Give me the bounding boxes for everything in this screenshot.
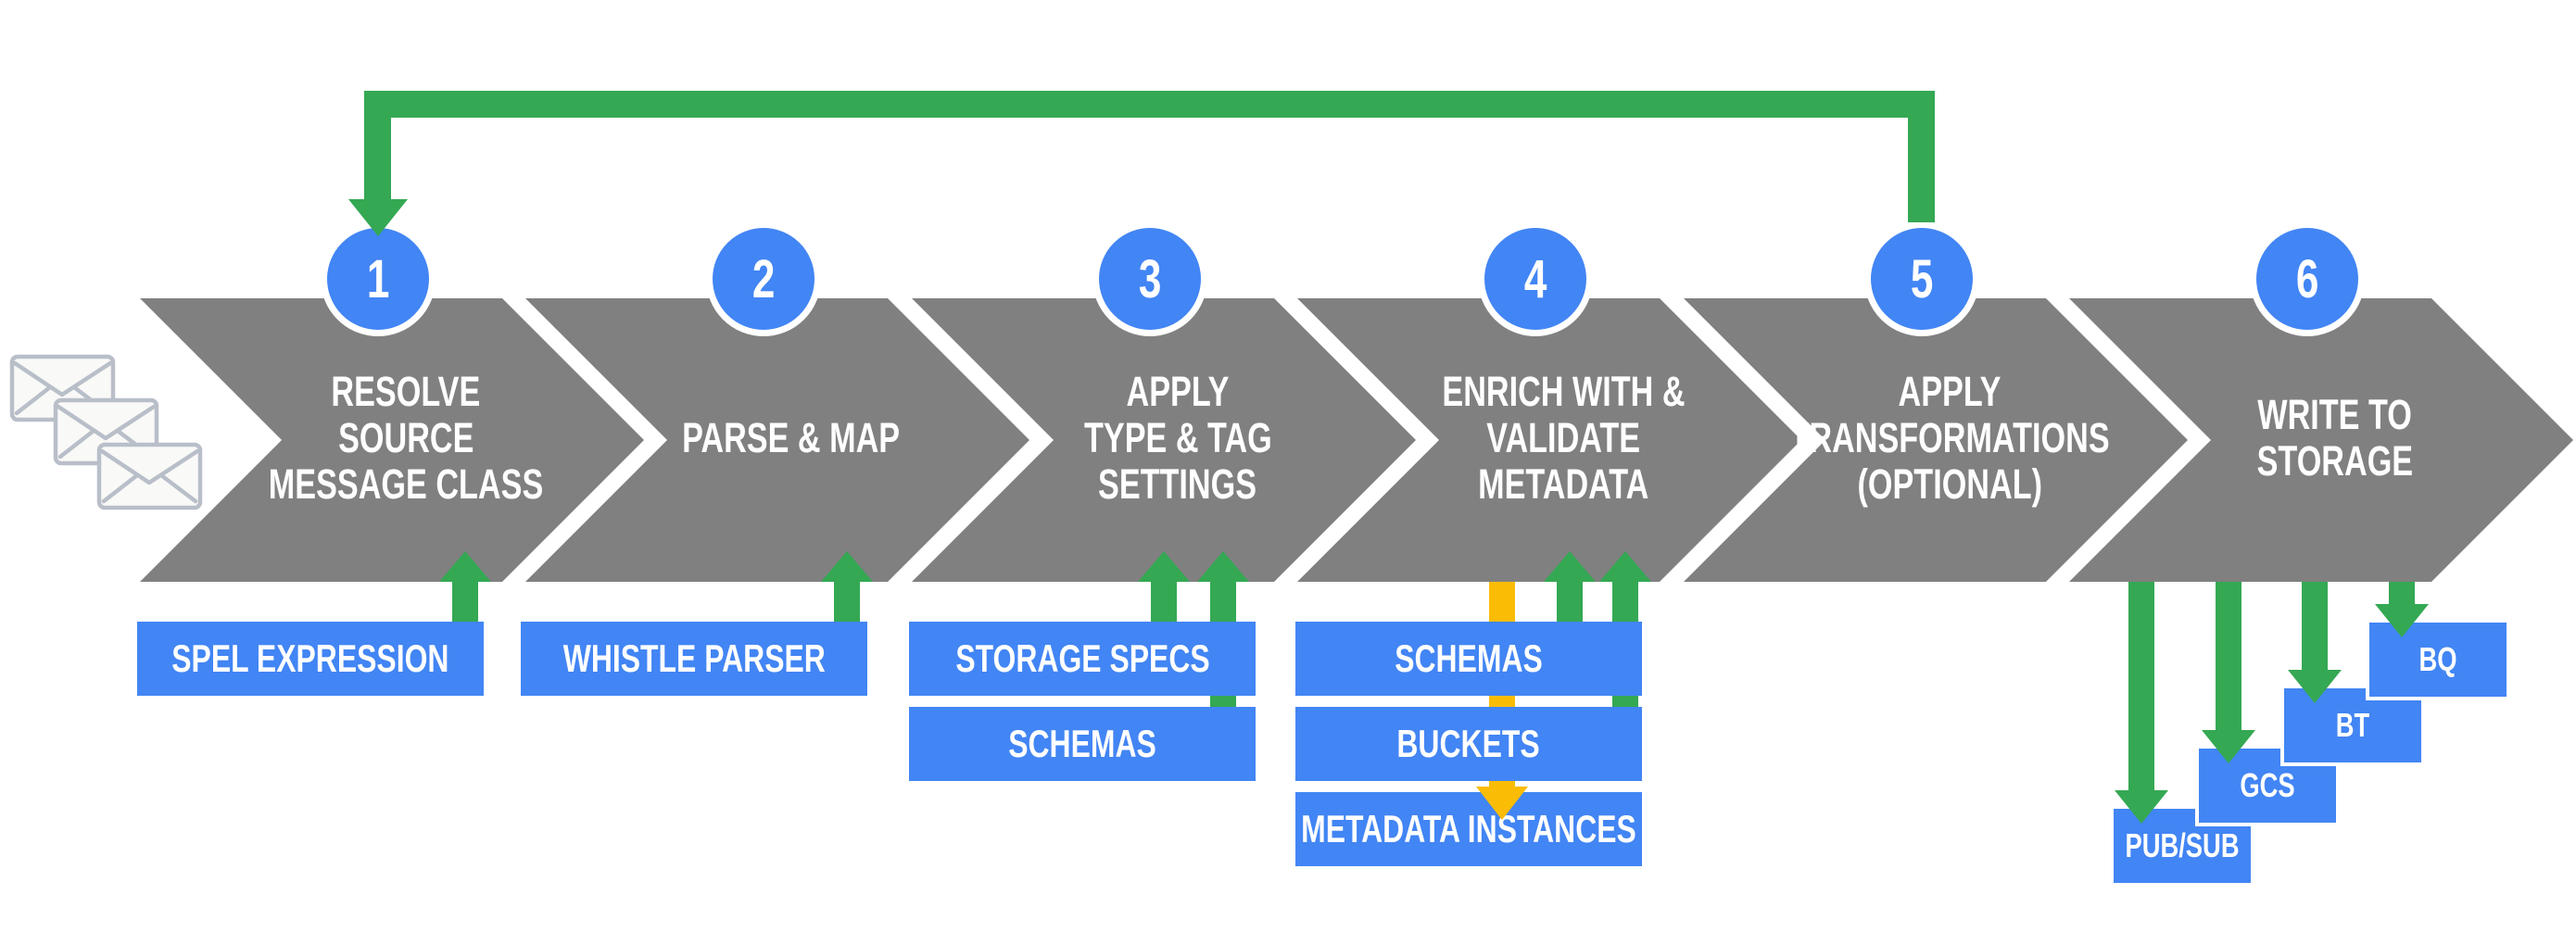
step-2-label: PARSE & MAP [682,414,901,461]
step-4-label: ENRICH WITH & VALIDATE METADATA [1441,368,1686,508]
step-4-badge: 4 [1478,221,1593,336]
arrow-storagespecs-to-step3 [1151,582,1177,622]
resource-box-schemas-step3: SCHEMAS [909,707,1256,781]
loop-top-bar [364,91,1935,118]
resource-box-schemas-step4: SCHEMAS [1295,622,1642,696]
step-3-label: APPLY TYPE & TAG SETTINGS [1083,368,1272,508]
resource-box-whistle-parser: WHISTLE PARSER [521,622,867,696]
arrow-whistle-to-step2 [834,582,860,622]
resource-box-spel-expression: SPEL EXPRESSION [137,622,484,696]
resource-box-metadata-instances: METADATA INSTANCES [1295,792,1642,866]
arrow-step6-to-pubsub [2128,582,2154,794]
envelope-stack-icon [9,354,203,510]
resource-box-storage-specs: STORAGE SPECS [909,622,1256,696]
step-6-label: WRITE TO STORAGE [2256,391,2414,485]
storage-target-pubsub: PUB/SUB [2110,805,2254,887]
resource-box-buckets: BUCKETS [1295,707,1642,781]
step-1-badge: 1 [321,221,436,336]
storage-target-bt: BT [2280,685,2425,766]
arrow-spel-to-step1 [452,582,478,622]
arrow-step6-to-bt [2302,582,2328,674]
loop-right-bar [1908,91,1935,222]
loop-left-bar [364,91,391,202]
step-2-badge: 2 [706,221,821,336]
step-1-label: RESOLVE SOURCE MESSAGE CLASS [268,368,544,508]
arrow-step6-to-gcs [2216,582,2241,734]
step-6-badge: 6 [2250,221,2365,336]
step-3-badge: 3 [1092,221,1207,336]
storage-target-bq: BQ [2366,619,2510,700]
arrow-step6-to-bq [2389,582,2415,608]
arrow-schemas4-to-step4 [1557,582,1583,622]
step-5-badge: 5 [1864,221,1979,336]
step-5-label: APPLY TRANSFORMATIONS (OPTIONAL) [1789,368,2110,508]
